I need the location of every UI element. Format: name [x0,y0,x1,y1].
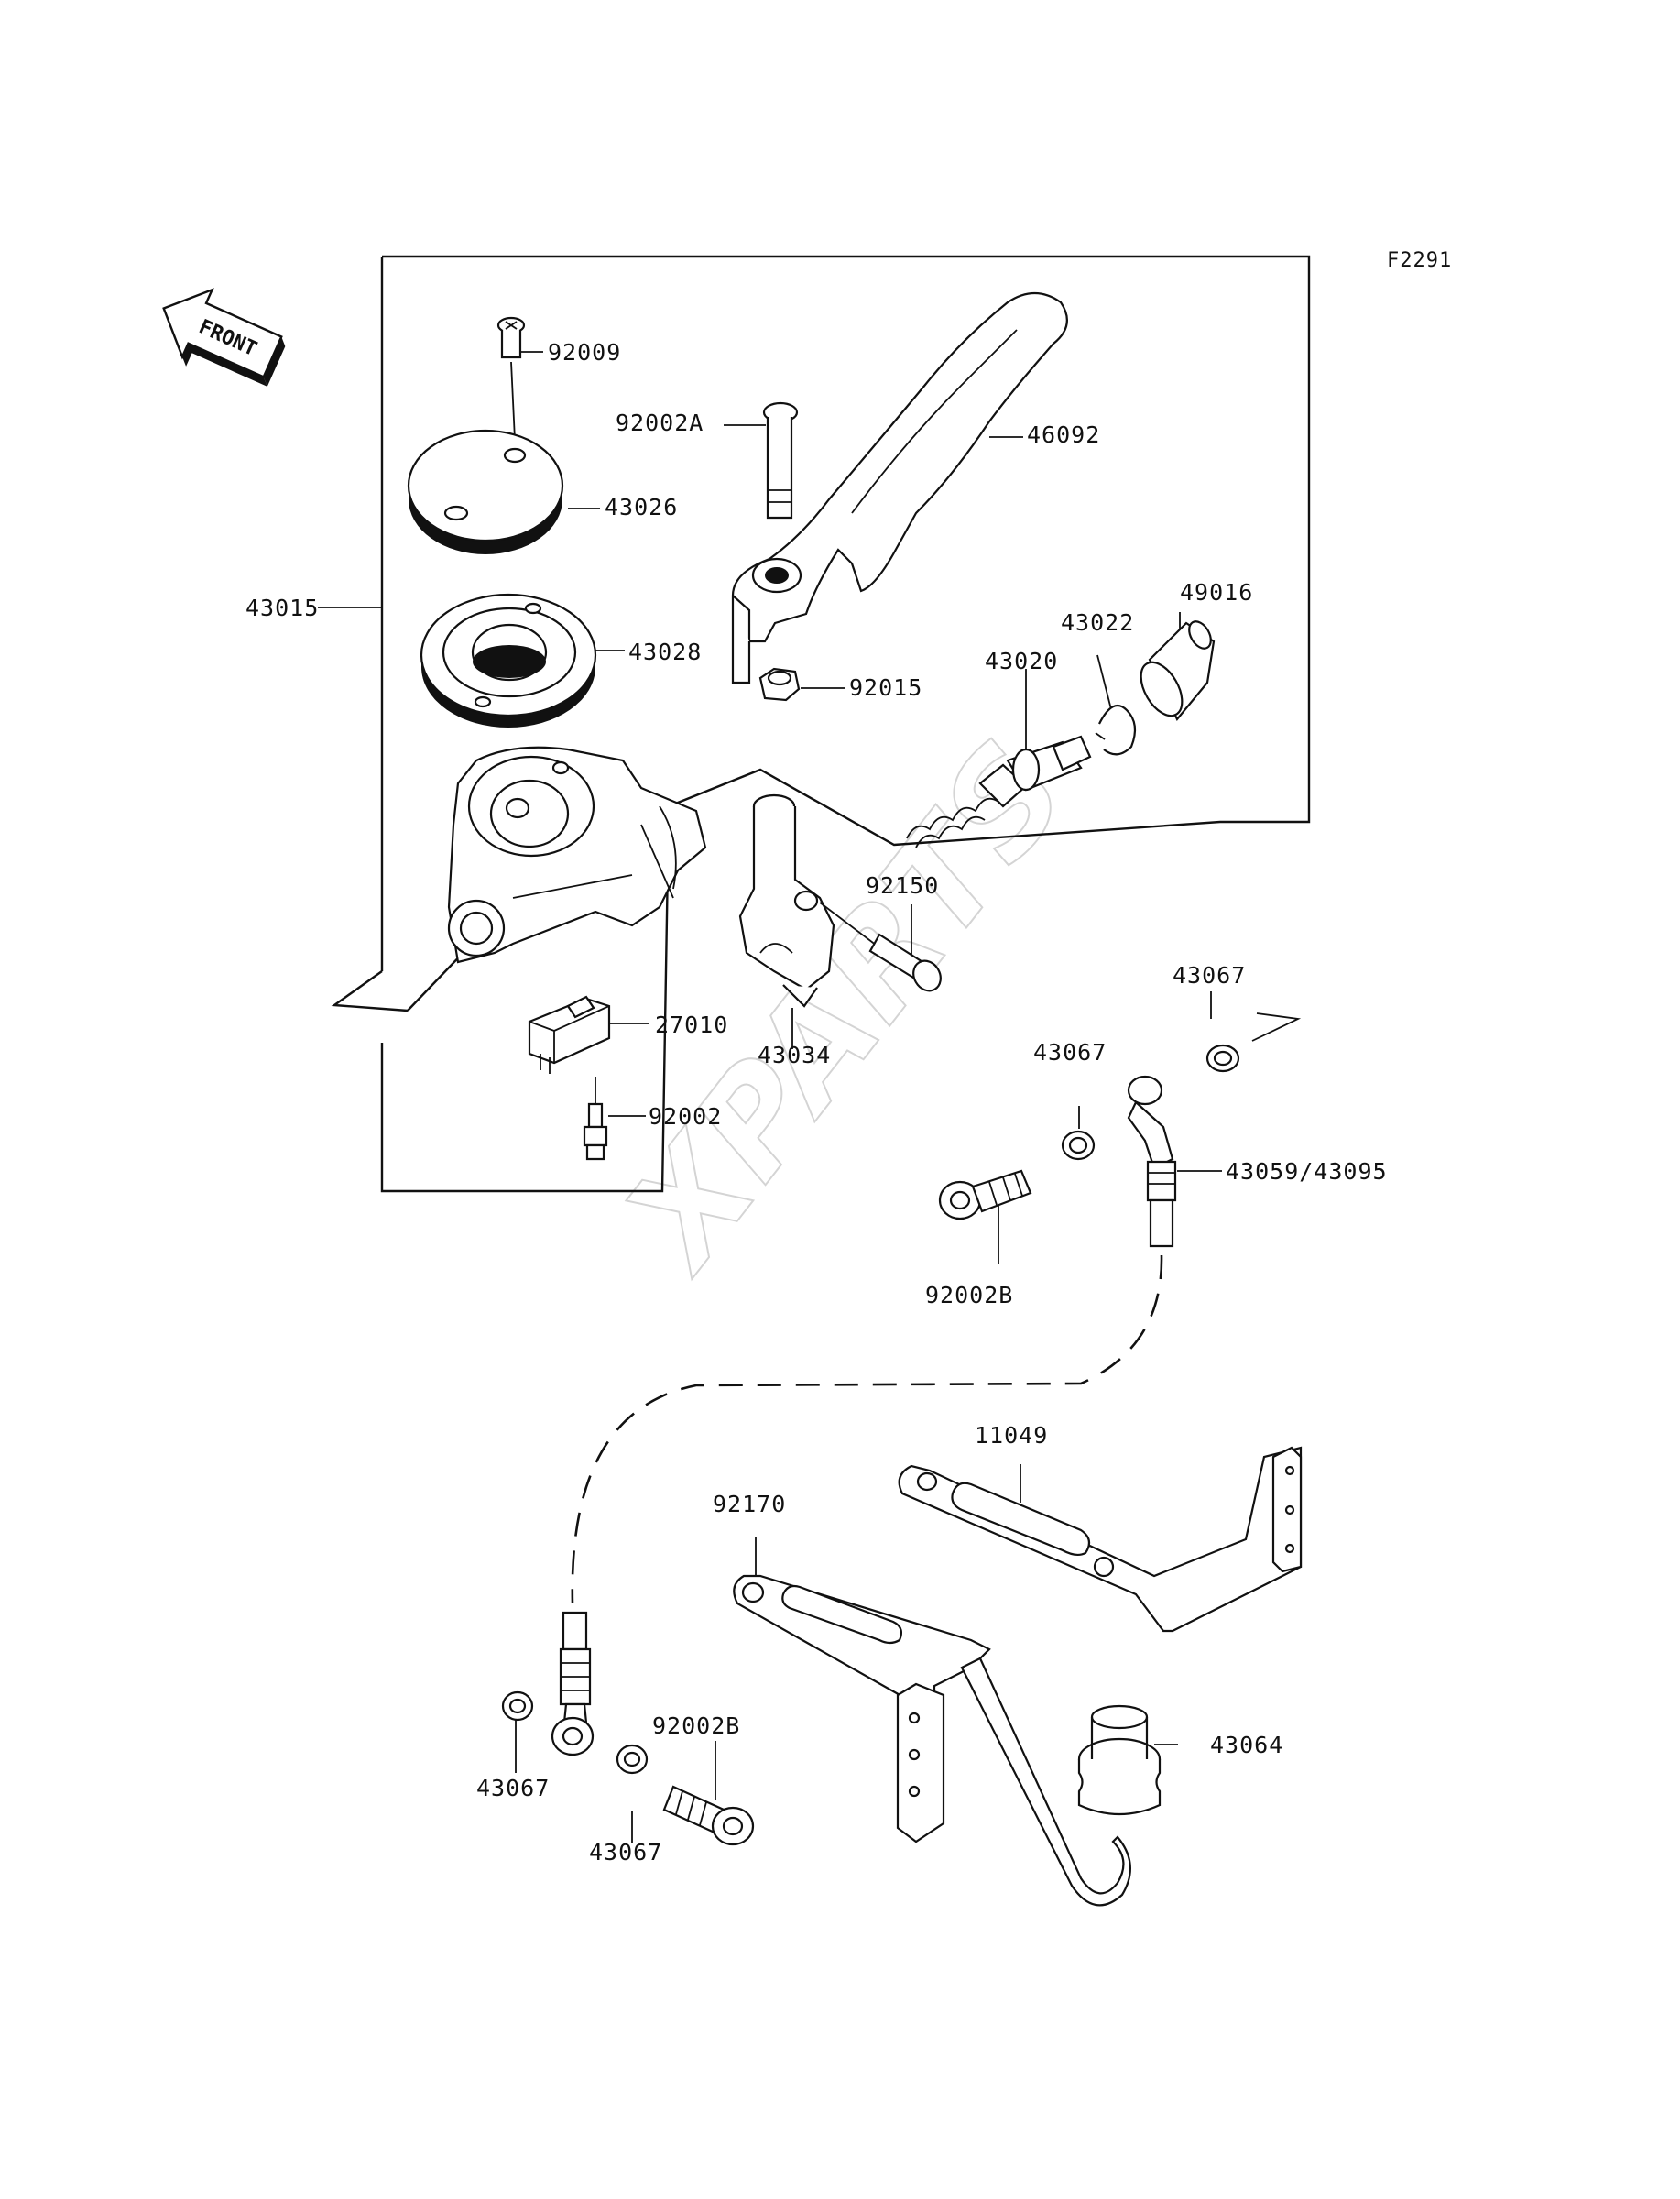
brake-switch-27010 [528,995,611,1074]
label-43015: 43015 [245,595,319,621]
leader-lines [318,351,1302,1843]
reference-code: F2291 [1387,249,1452,272]
label-11049: 11049 [975,1422,1048,1449]
label-46092: 46092 [1027,421,1100,448]
pivot-bolt-92002A [762,401,799,520]
label-92002: 92002 [649,1103,722,1130]
label-43067-upper-right: 43067 [1173,962,1246,989]
label-43022: 43022 [1061,609,1134,636]
washer-43067-upper-right [1205,1044,1240,1073]
label-43034: 43034 [758,1042,831,1068]
brake-lever-46092 [731,292,1068,684]
label-92002A: 92002A [616,410,704,436]
diaphragm-43028 [420,593,597,728]
label-92002B-upper: 92002B [925,1282,1013,1308]
nut-92015 [758,667,801,702]
grommet-43064 [1077,1704,1162,1816]
reservoir-cap-43026 [407,429,564,554]
washer-43067-middle [1061,1130,1096,1161]
assembly-boundary [380,255,1311,1193]
label-43059-43095: 43059/43095 [1226,1158,1388,1185]
clamp-43034 [738,793,835,1008]
bolt-92150 [819,902,942,992]
washer-43067-lower-middle [616,1744,649,1775]
screw-92002 [583,1077,608,1161]
label-49016: 49016 [1180,579,1253,606]
label-43064: 43064 [1210,1732,1283,1758]
label-43067-lower-middle: 43067 [589,1839,662,1865]
brake-hose-upper-end [1127,1075,1177,1248]
label-92170: 92170 [713,1491,786,1517]
bracket-11049 [898,1446,1303,1633]
label-92015: 92015 [849,674,922,701]
front-arrow-icon: FRONT [162,288,286,387]
label-43067-middle: 43067 [1033,1039,1107,1066]
label-43028: 43028 [628,639,702,665]
banjo-bolt-92002B-upper [938,1169,1032,1220]
banjo-bolt-92002B-lower [662,1785,755,1846]
brake-line-dashed [571,1254,1163,1604]
circlip-43022 [1095,704,1137,756]
label-43067-lower-left: 43067 [476,1775,550,1801]
piston-assembly-43020 [906,735,1092,848]
master-cylinder-body [447,746,707,964]
brake-hose-lower-end [551,1611,595,1756]
label-43020: 43020 [985,648,1058,674]
boot-49016 [1140,620,1216,722]
washer-43067-lower-left [501,1690,534,1722]
bracket-92170 [733,1574,1131,1907]
part-labels: 92009 92002A 46092 43026 43015 49016 430… [245,339,1388,1865]
screw-92009 [496,316,526,441]
label-27010: 27010 [655,1012,728,1038]
label-92009: 92009 [548,339,621,366]
label-92150: 92150 [866,872,939,899]
label-92002B-lower: 92002B [652,1712,740,1739]
label-43026: 43026 [605,494,678,520]
